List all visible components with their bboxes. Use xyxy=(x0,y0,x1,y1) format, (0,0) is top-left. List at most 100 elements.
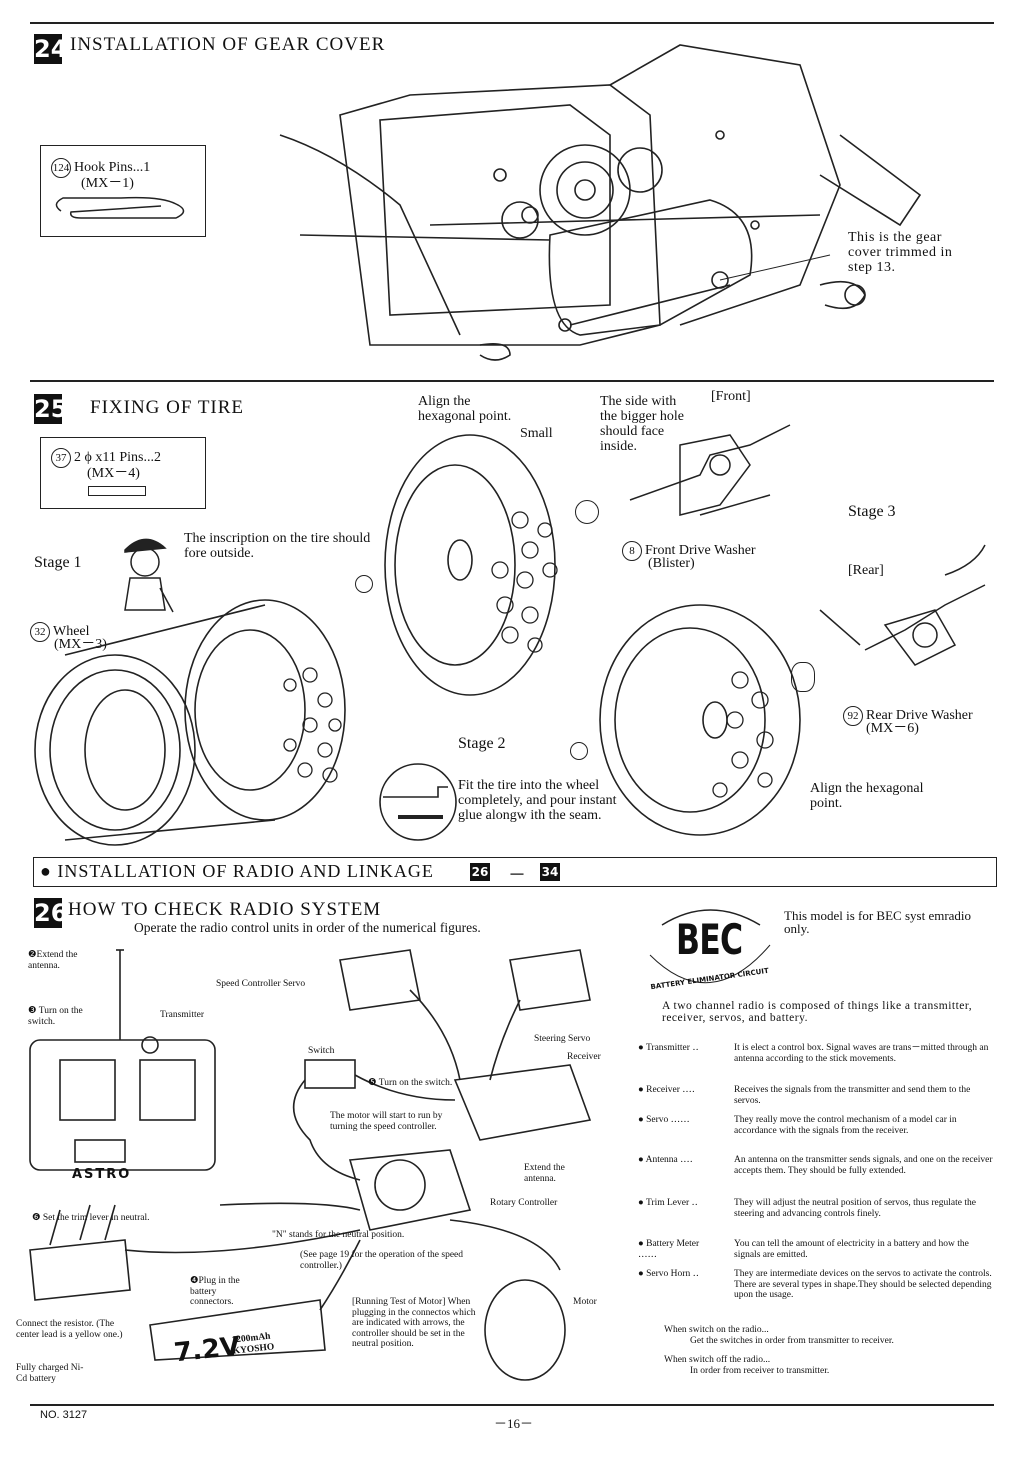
when-on-desc: Get the switches in order from transmitt… xyxy=(690,1336,894,1346)
front-washer-code: (Blister) xyxy=(648,556,695,571)
label-turn-on: ❸ Turn on the switch. xyxy=(28,1006,83,1027)
label-transmitter: Transmitter xyxy=(160,1010,204,1020)
wheel-nut-icon xyxy=(355,575,373,593)
label-resistor: Connect the resistor. (The center lead i… xyxy=(16,1319,123,1340)
part-number-badge: 92 xyxy=(843,706,863,726)
stage-1-wheel-tire-illustration xyxy=(34,599,346,846)
page-number: －16－ xyxy=(494,1416,534,1431)
front-washer-name: Front Drive Washer xyxy=(645,543,756,558)
rear-axle-illustration xyxy=(819,544,986,666)
glossary-desc: You can tell the amount of electricity i… xyxy=(734,1239,969,1260)
step-26-number: 26 xyxy=(34,898,68,928)
part-number-badge: 124 xyxy=(51,158,71,178)
step-26-subtitle: Operate the radio control units in order… xyxy=(134,920,481,935)
label-rotary: Rotary Controller xyxy=(490,1198,558,1208)
rear-drive-washer-icon xyxy=(791,662,815,692)
section-from-badge: 26 xyxy=(470,863,490,881)
step-25-title: FIXING OF TIRE xyxy=(90,397,245,418)
front-drive-washer-icon xyxy=(575,500,599,524)
glossary-term: ● Trim Lever ‥ xyxy=(638,1198,698,1208)
label-turn-on-switch: ❺ Turn on the switch. xyxy=(368,1078,453,1088)
astro-logo: ASTRO xyxy=(72,1167,132,1182)
align-note: Align the hexagonal point. xyxy=(418,394,512,424)
step-26-title: HOW TO CHECK RADIO SYSTEM xyxy=(68,899,382,920)
bec-logo-text: BEC xyxy=(676,915,743,964)
part-number-badge: 32 xyxy=(30,622,50,642)
mascot-illustration xyxy=(124,538,174,613)
section-dash: － xyxy=(508,865,527,885)
glossary-desc: An antenna on the transmitter sends sign… xyxy=(734,1155,993,1176)
glossary-term: ● Servo Horn ‥ xyxy=(638,1269,699,1279)
section-to-badge: 34 xyxy=(540,863,560,881)
step-24-title: INSTALLATION OF GEAR COVER xyxy=(70,34,386,55)
glossary-desc: Receives the signals from the transmitte… xyxy=(734,1085,971,1106)
glossary-desc: They really move the control mechanism o… xyxy=(734,1115,957,1136)
glossary-row-trim-lever: ● Trim Lever ‥ They will adjust the neut… xyxy=(638,1198,993,1230)
glossary-row-antenna: ● Antenna ‥‥ An antenna on the transmitt… xyxy=(638,1155,993,1187)
label-motor: Motor xyxy=(573,1297,597,1307)
wheel-nut-icon-2 xyxy=(570,742,588,760)
glossary-term: ● Receiver ‥‥ xyxy=(638,1085,695,1095)
seam-detail-illustration xyxy=(379,763,457,841)
label-see-page: (See page 19 for the operation of the sp… xyxy=(300,1250,464,1271)
hook-pin-code: (MX－1) xyxy=(81,176,134,191)
label-trim: ❻ Set the trim lever in neutral. xyxy=(32,1213,150,1223)
front-label: [Front] xyxy=(711,389,751,404)
inscription-note: The inscription on the tire should fore … xyxy=(184,531,371,561)
top-rule xyxy=(30,22,994,24)
stage-1-label: Stage 1 xyxy=(34,554,82,571)
step-24-number: 24 xyxy=(34,34,68,64)
label-steering-servo: Steering Servo xyxy=(534,1034,591,1044)
radio-section-header: ● INSTALLATION OF RADIO AND LINKAGE 26 －… xyxy=(33,857,997,887)
part-number-badge: 37 xyxy=(51,448,71,468)
when-off-desc: In order from receiver to transmitter. xyxy=(690,1366,830,1376)
glossary-row-servo-horn: ● Servo Horn ‥ They are intermediate dev… xyxy=(638,1269,993,1311)
pin-name: 2 ϕ x11 Pins...2 xyxy=(74,450,161,465)
hook-pin-icon xyxy=(55,196,185,219)
glossary-row-battery-meter: ● Battery Meter ‥‥‥ You can tell the amo… xyxy=(638,1239,993,1263)
label-speed-servo: Speed Controller Servo xyxy=(216,979,306,989)
bec-logo xyxy=(649,909,771,984)
label-switch: Switch xyxy=(308,1046,335,1056)
label-receiver: Receiver xyxy=(567,1052,601,1062)
glossary-desc: They are intermediate devices on the ser… xyxy=(734,1269,992,1300)
glossary-term: ● Servo ‥‥‥ xyxy=(638,1115,690,1125)
gear-cover-illustration xyxy=(279,44,922,361)
label-n-stands: "N" stands for the neutral position. xyxy=(272,1230,405,1240)
bec-note: This model is for BEC syst emradio only. xyxy=(784,908,972,936)
glossary-row-servo: ● Servo ‥‥‥ They really move the control… xyxy=(638,1115,993,1147)
glossary-term: ● Antenna ‥‥ xyxy=(638,1155,693,1165)
footer-rule xyxy=(30,1404,994,1406)
glossary-row-receiver: ● Receiver ‥‥ Receives the signals from … xyxy=(638,1085,993,1109)
radio-system-illustration xyxy=(29,949,592,1381)
label-battery: Fully charged Ni-Cd battery xyxy=(16,1363,84,1384)
glossary-desc: They will adjust the neutral position of… xyxy=(734,1198,976,1219)
glossary-row-transmitter: ● Transmitter ‥ It is elect a control bo… xyxy=(638,1043,993,1075)
side-note: The side with the bigger hole should fac… xyxy=(600,394,684,454)
hook-pin-name: Hook Pins...1 xyxy=(74,160,151,175)
gear-cover-note: This is the gear cover trimmed in step 1… xyxy=(848,230,953,275)
front-axle-illustration xyxy=(629,424,791,516)
when-off-heading: When switch off the radio... xyxy=(664,1355,771,1365)
stage-3-label: Stage 3 xyxy=(848,503,896,520)
align-note-2: Align the hexagonal point. xyxy=(810,781,924,811)
rear-washer-code: (MX－6) xyxy=(866,721,919,736)
glue-note: Fit the tire into the wheel completely, … xyxy=(458,778,617,823)
pin-icon xyxy=(88,486,146,496)
small-label: Small xyxy=(520,426,553,441)
when-on-heading: When switch on the radio... xyxy=(664,1325,769,1335)
pin-code: (MX－4) xyxy=(87,466,140,481)
stage-2-tire-illustration xyxy=(384,434,558,696)
step-25-number: 25 xyxy=(34,394,68,424)
radio-intro: A two channel radio is composed of thing… xyxy=(662,1000,973,1024)
doc-number: NO. 3127 xyxy=(40,1409,88,1421)
part-number-badge: 8 xyxy=(622,541,642,561)
section-title: ● INSTALLATION OF RADIO AND LINKAGE xyxy=(40,861,434,881)
rear-label: [Rear] xyxy=(848,563,884,578)
